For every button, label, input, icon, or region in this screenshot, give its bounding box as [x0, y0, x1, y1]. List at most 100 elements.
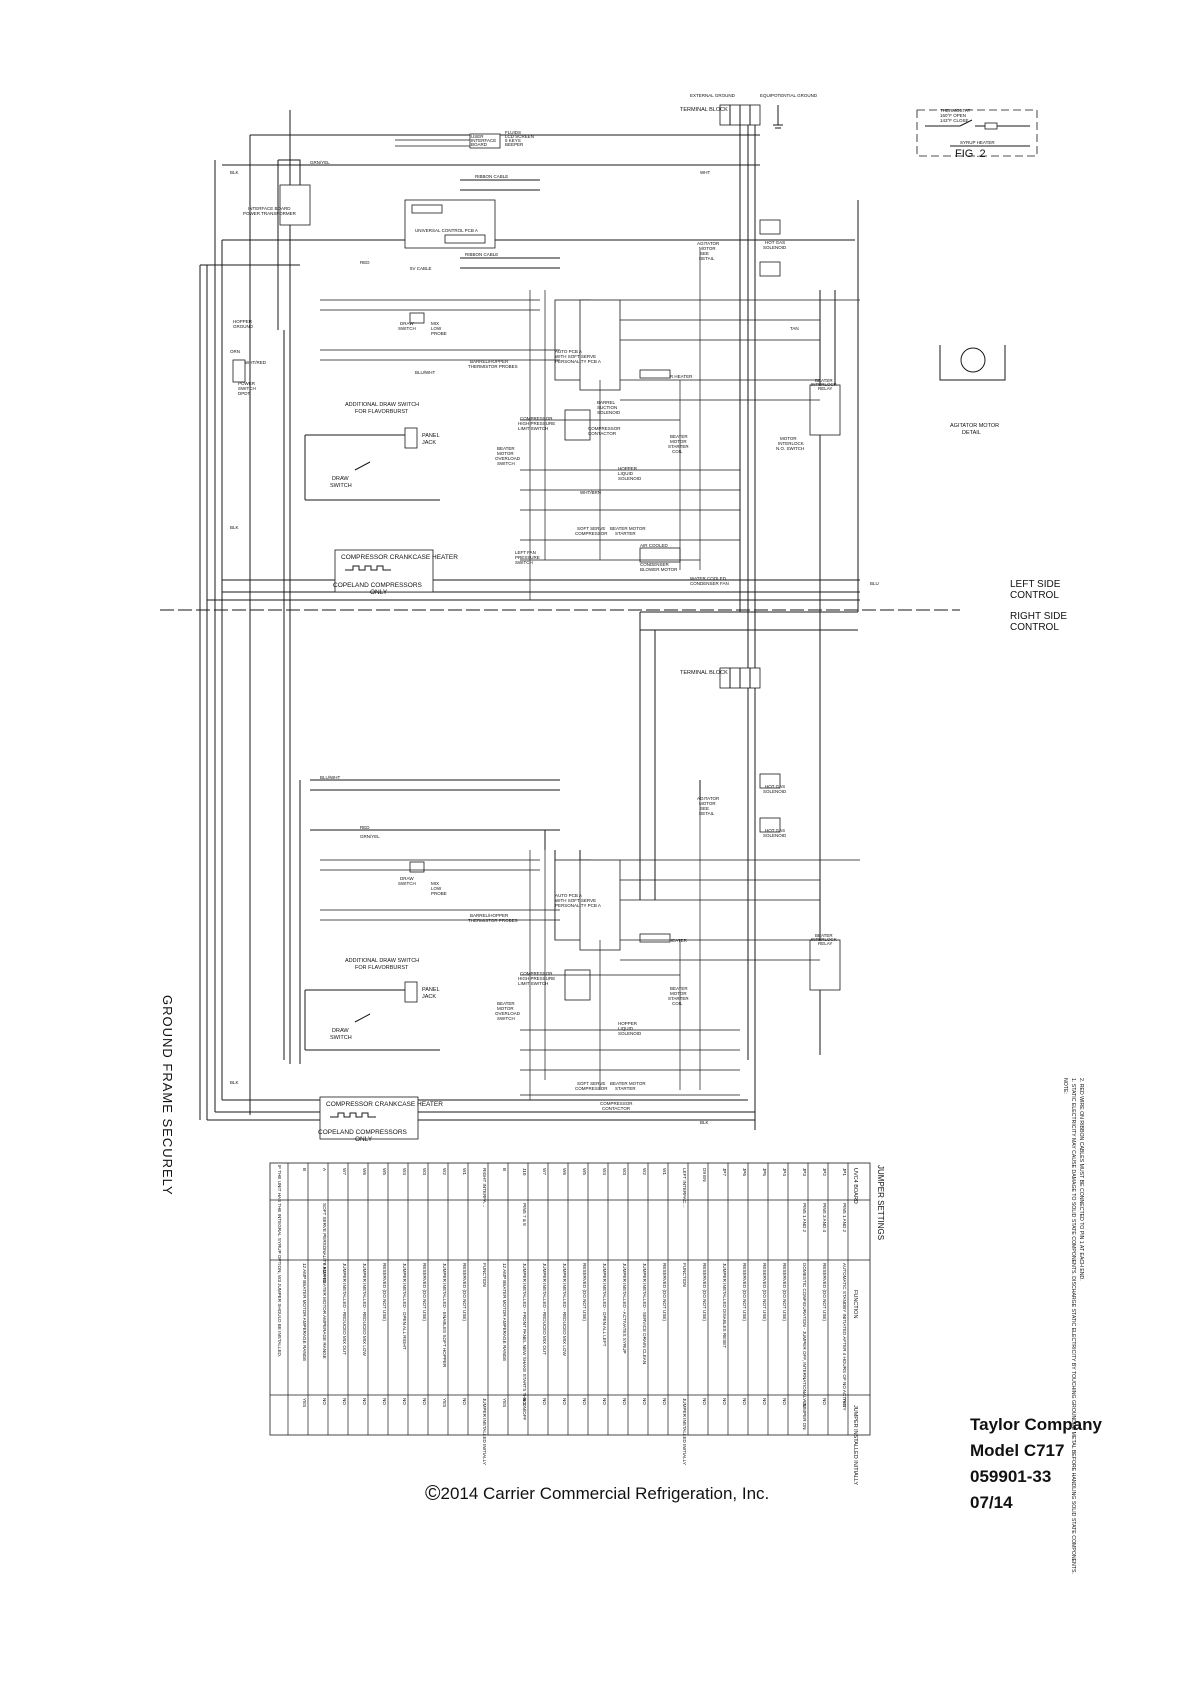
copyright-text: 2014 Carrier Commercial Refrigeration, I… — [440, 1484, 770, 1503]
interlock-relay2-label-2: INTERLOCK — [811, 937, 837, 942]
jumper-function: RESERVED (DO NOT USE) — [742, 1263, 747, 1321]
jumper-id: A — [322, 1168, 327, 1172]
add-draw-label-2: FOR FLAVORBURST — [355, 409, 409, 415]
wire-tag: WHT — [700, 170, 710, 175]
hopper-solenoid-label-3: SOLENOID — [618, 476, 642, 481]
hopper-ground-label-1: HOPPER — [233, 319, 253, 324]
beater-coil2-label-1: BEATER — [670, 986, 688, 991]
hot-gas2-label-2: SOLENOID — [763, 789, 787, 794]
jumper-function: JUMPER INSTALLED - REDUCED MIX LOW — [362, 1263, 367, 1356]
soft-serve-pcb-label-3: PERSONALITY PCB A — [555, 359, 601, 364]
wire-tag: BLU — [870, 581, 879, 586]
jumper-id: W3 — [622, 1168, 627, 1175]
wire-tag: GRN/YEL — [360, 834, 380, 839]
hot-gas3-label-1: HOT GAS — [765, 828, 785, 833]
wire-tag: BLK — [700, 1120, 709, 1125]
jumper-id: JP3 — [802, 1168, 807, 1176]
jumper-installed: NO — [582, 1398, 587, 1405]
lcd-label-3: 5 KEYS — [505, 138, 521, 143]
jumper-function: FUNCTION — [482, 1263, 487, 1287]
wire-tag: RED — [360, 260, 370, 265]
jumper-installed: YES — [802, 1398, 807, 1407]
ss-compressor-label-1: SOFT SERVE — [577, 526, 605, 531]
beater-starter2-label-1: BEATER MOTOR — [610, 1081, 646, 1086]
jumper-installed: NO — [562, 1398, 567, 1405]
crankcase-label: COMPRESSOR CRANKCASE HEATER — [341, 554, 458, 561]
control-pcb-label: UNIVERSAL CONTROL PCB A — [415, 228, 478, 233]
notes-block: NOTE: 1. STATIC ELECTRICITY MAY CAUSE DA… — [1062, 1078, 1084, 1574]
terminal-block-2-label: TERMINAL BLOCK — [680, 670, 728, 676]
wire-tag: BLK — [230, 1080, 239, 1085]
motor-interlock-label-2: INTERLOCK — [778, 441, 804, 446]
beater-coil-label-2: MOTOR — [670, 439, 687, 444]
right-control-section: TERMINAL BLOCK DRAW SWITCH MIX LOW PROBE… — [299, 667, 860, 1143]
air-condenser-label-3: BLOWER MOTOR — [640, 567, 678, 572]
compressor-contactor-label-1: COMPRESSOR — [588, 426, 621, 431]
copeland2-label-1: COPELAND COMPRESSORS — [318, 1129, 408, 1136]
jumper-function: RESERVED (DO NOT USE) — [822, 1263, 827, 1321]
beater-starter-label-2: STARTER — [615, 531, 636, 536]
beater-overload-label-1: BEATER — [497, 446, 515, 451]
jumper-installed: YES — [502, 1398, 507, 1407]
jumper-installed: NO — [422, 1398, 427, 1405]
jumper-id: D9 EN — [702, 1168, 707, 1182]
jumper-installed: NO — [662, 1398, 667, 1405]
jumper-function: JUMPER INSTALLED DISABLES RESET — [722, 1263, 727, 1348]
jumper-pins: PINS 1 AND 2 — [842, 1203, 847, 1233]
add-draw2-label-2: FOR FLAVORBURST — [355, 965, 409, 971]
copeland-label-2: ONLY — [370, 589, 388, 596]
jumper-id: W7 — [342, 1168, 347, 1175]
jumper-function: DOMESTIC CONFIGURATION - JUMPER OFF, INT… — [802, 1263, 807, 1430]
hopper-solenoid2-label-1: HOPPER — [618, 1021, 638, 1026]
agitator-detail-label-1: AGITATOR MOTOR — [950, 423, 999, 429]
panel-jack-label-2: JACK — [422, 440, 436, 446]
wire-tag: BLU/WHT — [320, 775, 341, 780]
draw-switch3-label-2: SWITCH — [398, 881, 416, 886]
power-switch-label-3: DPDT — [238, 391, 251, 396]
wire-tag: BLK — [230, 525, 239, 530]
revision-date: 07/14 — [970, 1493, 1013, 1512]
jumper-installed: NO — [702, 1398, 707, 1405]
jumper-id: W6 — [362, 1168, 367, 1175]
hopper-solenoid-label-1: HOPPER — [618, 466, 638, 471]
jumper-id: W3 — [422, 1168, 427, 1175]
uib-label-2: INTERFACE — [471, 138, 496, 143]
jumper-header: JUMPER INSTALLED INITIALLY — [852, 1405, 858, 1486]
jumper-installed: NO — [342, 1398, 347, 1405]
hot-gas3-label-2: SOLENOID — [763, 833, 787, 838]
barrel-suction-label-2: SUCTION — [597, 405, 617, 410]
agitator-label-1: AGITATOR — [697, 241, 720, 246]
compressor-contactor2-label-1: COMPRESSOR — [600, 1101, 633, 1106]
hot-gas-label-1: HOT GAS — [765, 240, 785, 245]
soft-serve-pcb2-label-1: AUTO PCB A — [555, 893, 582, 898]
beater-overload2-label-3: OVERLOAD — [495, 1011, 521, 1016]
thermostat-label-3: 143°F CLOSE — [940, 118, 969, 123]
wire-tag: WHT/RED — [245, 360, 267, 365]
draw-switch4-label-2: SWITCH — [330, 1035, 352, 1041]
jumper-id: JP2 — [822, 1168, 827, 1176]
copeland2-label-2: ONLY — [355, 1136, 373, 1143]
company-name: Taylor Company — [970, 1415, 1102, 1434]
draw-switch2-label-1: DRAW — [332, 476, 349, 482]
panel-jack2-label-2: JACK — [422, 994, 436, 1000]
jumper-id: B — [302, 1168, 307, 1171]
jumper-function: JUMPER INSTALLED - REDUCED MIX OUT — [542, 1263, 547, 1355]
beater-overload-label-2: MOTOR — [497, 451, 514, 456]
wire-tag: TAN — [790, 326, 799, 331]
mix-probe-label-3: PROBE — [431, 331, 447, 336]
beater-coil2-label-2: MOTOR — [670, 991, 687, 996]
mix-probe2-label-2: LOW — [431, 886, 442, 891]
water-condenser-label-1: WATER COOLED — [690, 576, 727, 581]
notes-title: NOTE: — [1062, 1078, 1068, 1094]
motor-interlock-label-3: N.O. SWITCH — [776, 446, 804, 451]
wire-tag: BLU/WHT — [415, 370, 436, 375]
beater-overload2-label-1: BEATER — [497, 1001, 515, 1006]
jumper-id: B — [502, 1168, 507, 1171]
ss-compressor2-label-1: SOFT SERVE — [577, 1081, 605, 1086]
motor-interlock-label-1: MOTOR — [780, 436, 797, 441]
soft-serve-pcb2-label-3: PERSONALITY PCB A — [555, 903, 601, 908]
jumper-function: RESERVED (DO NOT USE) — [462, 1263, 467, 1321]
lcd-label-2: LCD SCREEN — [505, 134, 534, 139]
right-side-line-1: RIGHT SIDE — [1010, 611, 1068, 622]
main-wiring — [160, 110, 960, 1130]
